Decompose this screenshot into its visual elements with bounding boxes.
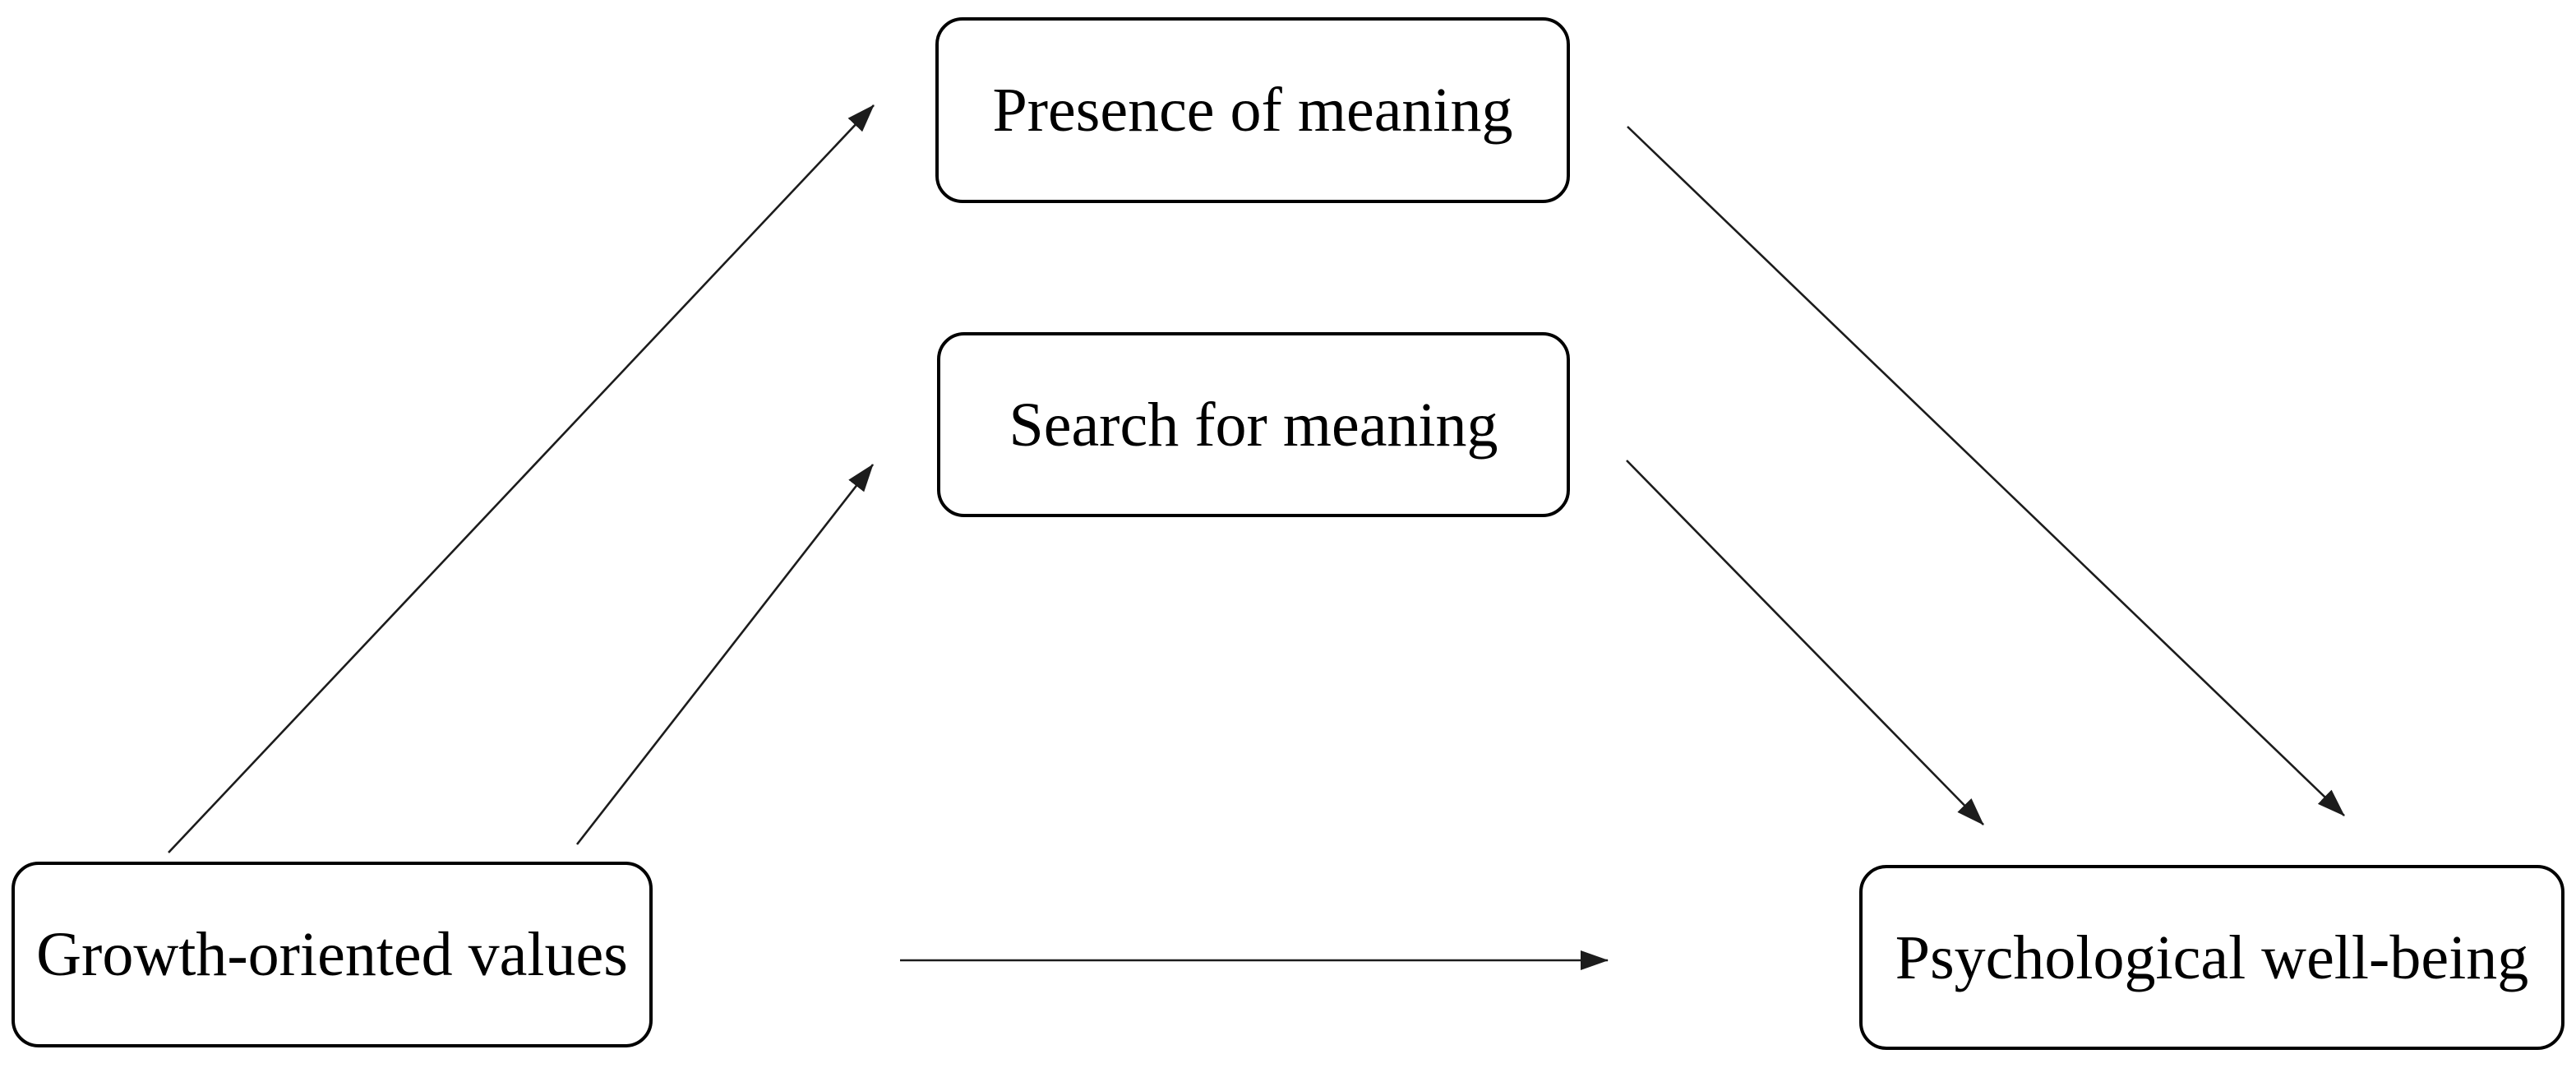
arrow-growth-to-presence — [168, 104, 875, 853]
node-search-for-meaning: Search for meaning — [937, 332, 1570, 517]
arrow-growth-to-search — [575, 464, 875, 845]
arrow-search-to-psychological — [1626, 460, 1984, 825]
node-label: Search for meaning — [1009, 390, 1498, 460]
node-presence-of-meaning: Presence of meaning — [935, 17, 1570, 203]
node-growth-oriented-values: Growth-oriented values — [12, 862, 653, 1047]
node-label: Growth-oriented values — [36, 920, 628, 989]
node-label: Psychological well-being — [1895, 922, 2529, 992]
node-psychological-well-being: Psychological well-being — [1859, 865, 2564, 1050]
arrow-presence-to-psychological — [1627, 126, 2345, 816]
node-label: Presence of meaning — [992, 76, 1513, 145]
